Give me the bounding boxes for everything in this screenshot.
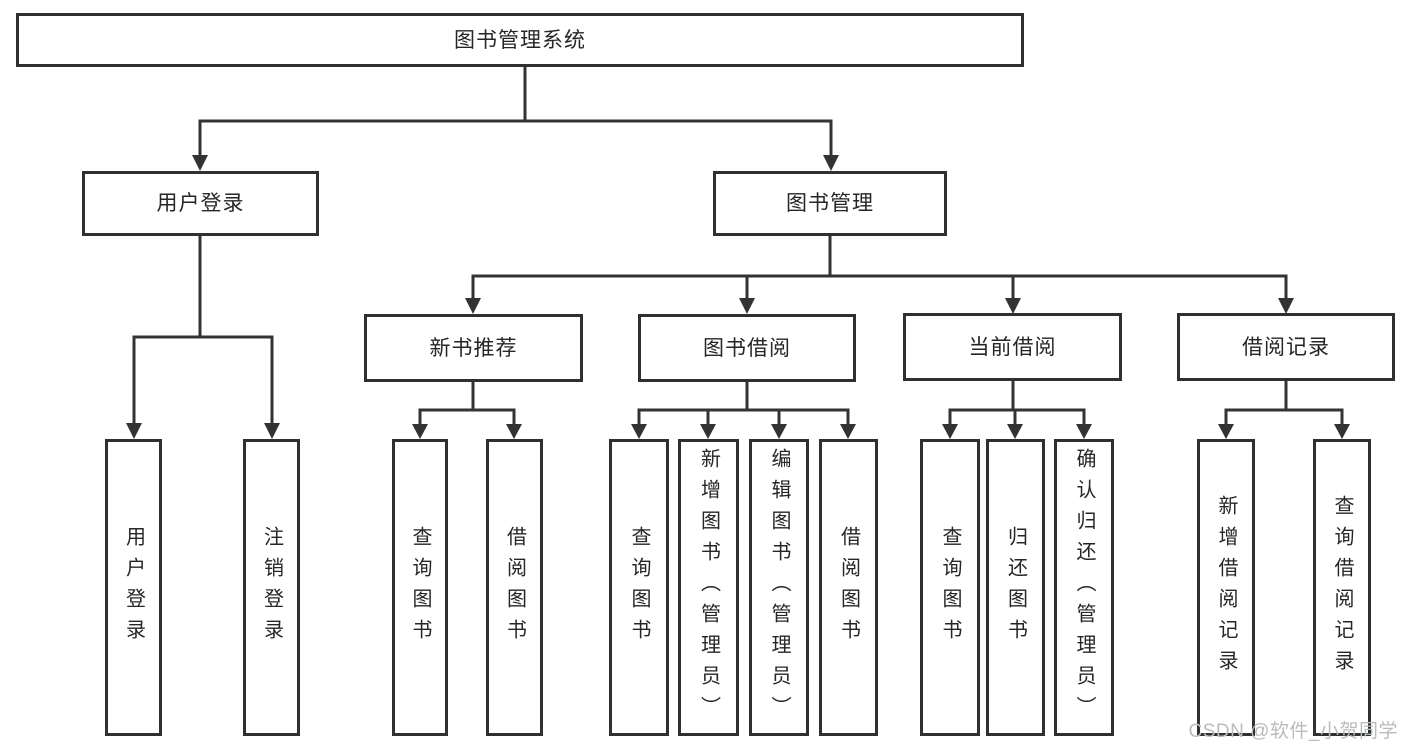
node-new-book-recommend: 新书推荐 [364, 314, 583, 382]
leaf-query-book-current-label: 查询图书 [939, 525, 961, 650]
node-root-label: 图书管理系统 [454, 28, 586, 52]
node-current-borrowing: 当前借阅 [903, 313, 1122, 381]
node-borrowing-records: 借阅记录 [1177, 313, 1395, 381]
node-root-system: 图书管理系统 [16, 13, 1024, 67]
leaf-query-book-recommend: 查询图书 [392, 439, 448, 736]
leaf-edit-book-admin-label: 编辑图书（管理员） [768, 448, 790, 727]
node-current-borrowing-label: 当前借阅 [968, 335, 1057, 359]
connector-book-borrow-children [631, 380, 856, 439]
leaf-confirm-return-admin: 确认归还（管理员） [1054, 439, 1114, 736]
node-borrowing-records-label: 借阅记录 [1242, 335, 1330, 359]
leaf-add-borrow-record: 新增借阅记录 [1197, 439, 1255, 736]
leaf-query-book-borrowing-label: 查询图书 [628, 525, 650, 650]
leaf-query-borrow-record: 查询借阅记录 [1313, 439, 1371, 736]
node-book-management-label: 图书管理 [786, 192, 874, 215]
leaf-user-login: 用户登录 [105, 439, 162, 736]
connector-root-to-level2 [192, 65, 839, 171]
leaf-confirm-return-admin-label: 确认归还（管理员） [1073, 448, 1095, 727]
leaf-add-borrow-record-label: 新增借阅记录 [1215, 494, 1237, 681]
connector-current-borrow-children [942, 379, 1092, 439]
leaf-return-book: 归还图书 [986, 439, 1045, 736]
leaf-query-book-current: 查询图书 [920, 439, 980, 736]
connector-new-book-children [412, 380, 522, 439]
node-book-borrowing: 图书借阅 [638, 314, 856, 382]
leaf-query-book-recommend-label: 查询图书 [409, 525, 431, 650]
leaf-add-book-admin-label: 新增图书（管理员） [697, 448, 720, 727]
leaf-add-book-admin: 新增图书（管理员） [678, 439, 739, 736]
node-new-book-recommend-label: 新书推荐 [429, 336, 518, 360]
leaf-edit-book-admin: 编辑图书（管理员） [749, 439, 809, 736]
leaf-return-book-label: 归还图书 [1004, 525, 1027, 650]
csdn-watermark: CSDN @软件_小贺同学 [1188, 721, 1398, 742]
leaf-logout-label: 注销登录 [260, 525, 283, 650]
node-book-borrowing-label: 图书借阅 [703, 336, 791, 360]
leaf-logout: 注销登录 [243, 439, 300, 736]
leaf-borrow-book-recommend-label: 借阅图书 [503, 525, 526, 650]
leaf-query-borrow-record-label: 查询借阅记录 [1331, 494, 1353, 681]
connector-user-login-children [126, 234, 280, 439]
node-user-login: 用户登录 [82, 171, 319, 236]
leaf-borrow-book-recommend: 借阅图书 [486, 439, 543, 736]
leaf-borrow-book-borrowing: 借阅图书 [819, 439, 878, 736]
node-book-management: 图书管理 [713, 171, 947, 236]
node-user-login-label: 用户登录 [156, 192, 245, 215]
leaf-query-book-borrowing: 查询图书 [609, 439, 669, 736]
leaf-borrow-book-borrowing-label: 借阅图书 [837, 525, 860, 650]
connector-borrow-record-children [1218, 379, 1350, 439]
connector-book-mgmt-children [465, 234, 1294, 314]
leaf-user-login-label: 用户登录 [122, 525, 145, 650]
